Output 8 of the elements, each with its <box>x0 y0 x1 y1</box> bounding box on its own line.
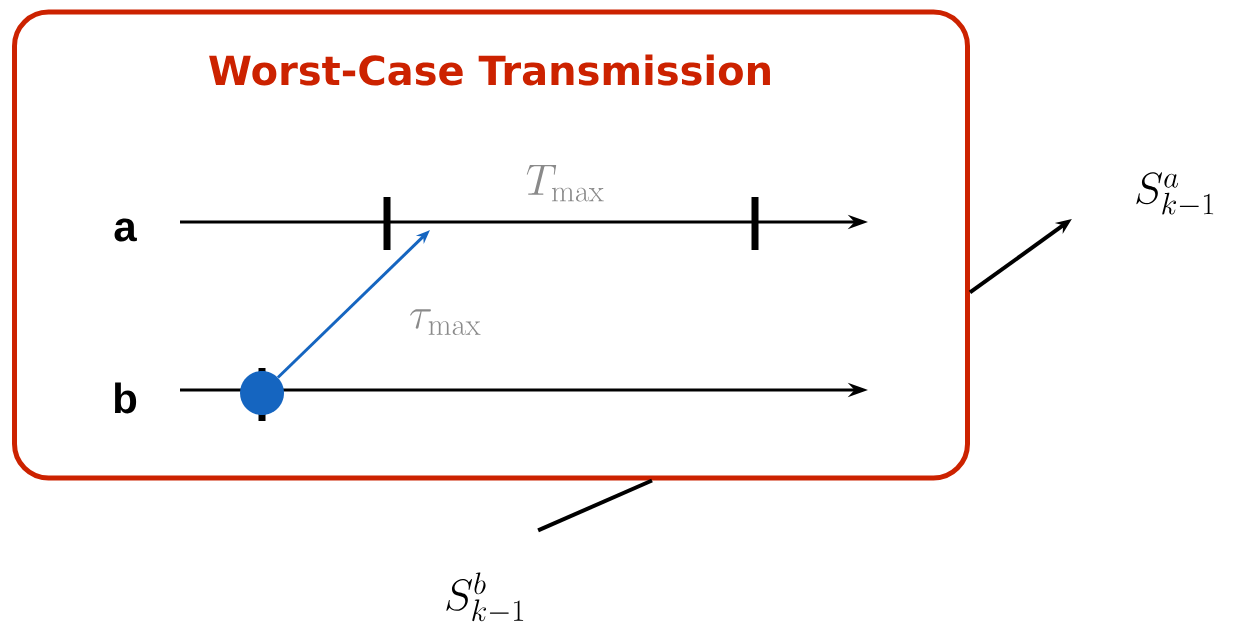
event-dot <box>240 371 284 415</box>
formula-label: $S^{a}_{k-1}$ <box>1136 172 1214 215</box>
formula-label: $T_{\max}$ <box>526 164 604 202</box>
row-label: b <box>114 382 137 414</box>
row-label: a <box>114 218 137 242</box>
formula-label: $S^{b}_{k-1}$ <box>446 572 524 622</box>
connector-line <box>537 478 653 533</box>
formula-label: $\tau_{\max}$ <box>410 309 481 335</box>
